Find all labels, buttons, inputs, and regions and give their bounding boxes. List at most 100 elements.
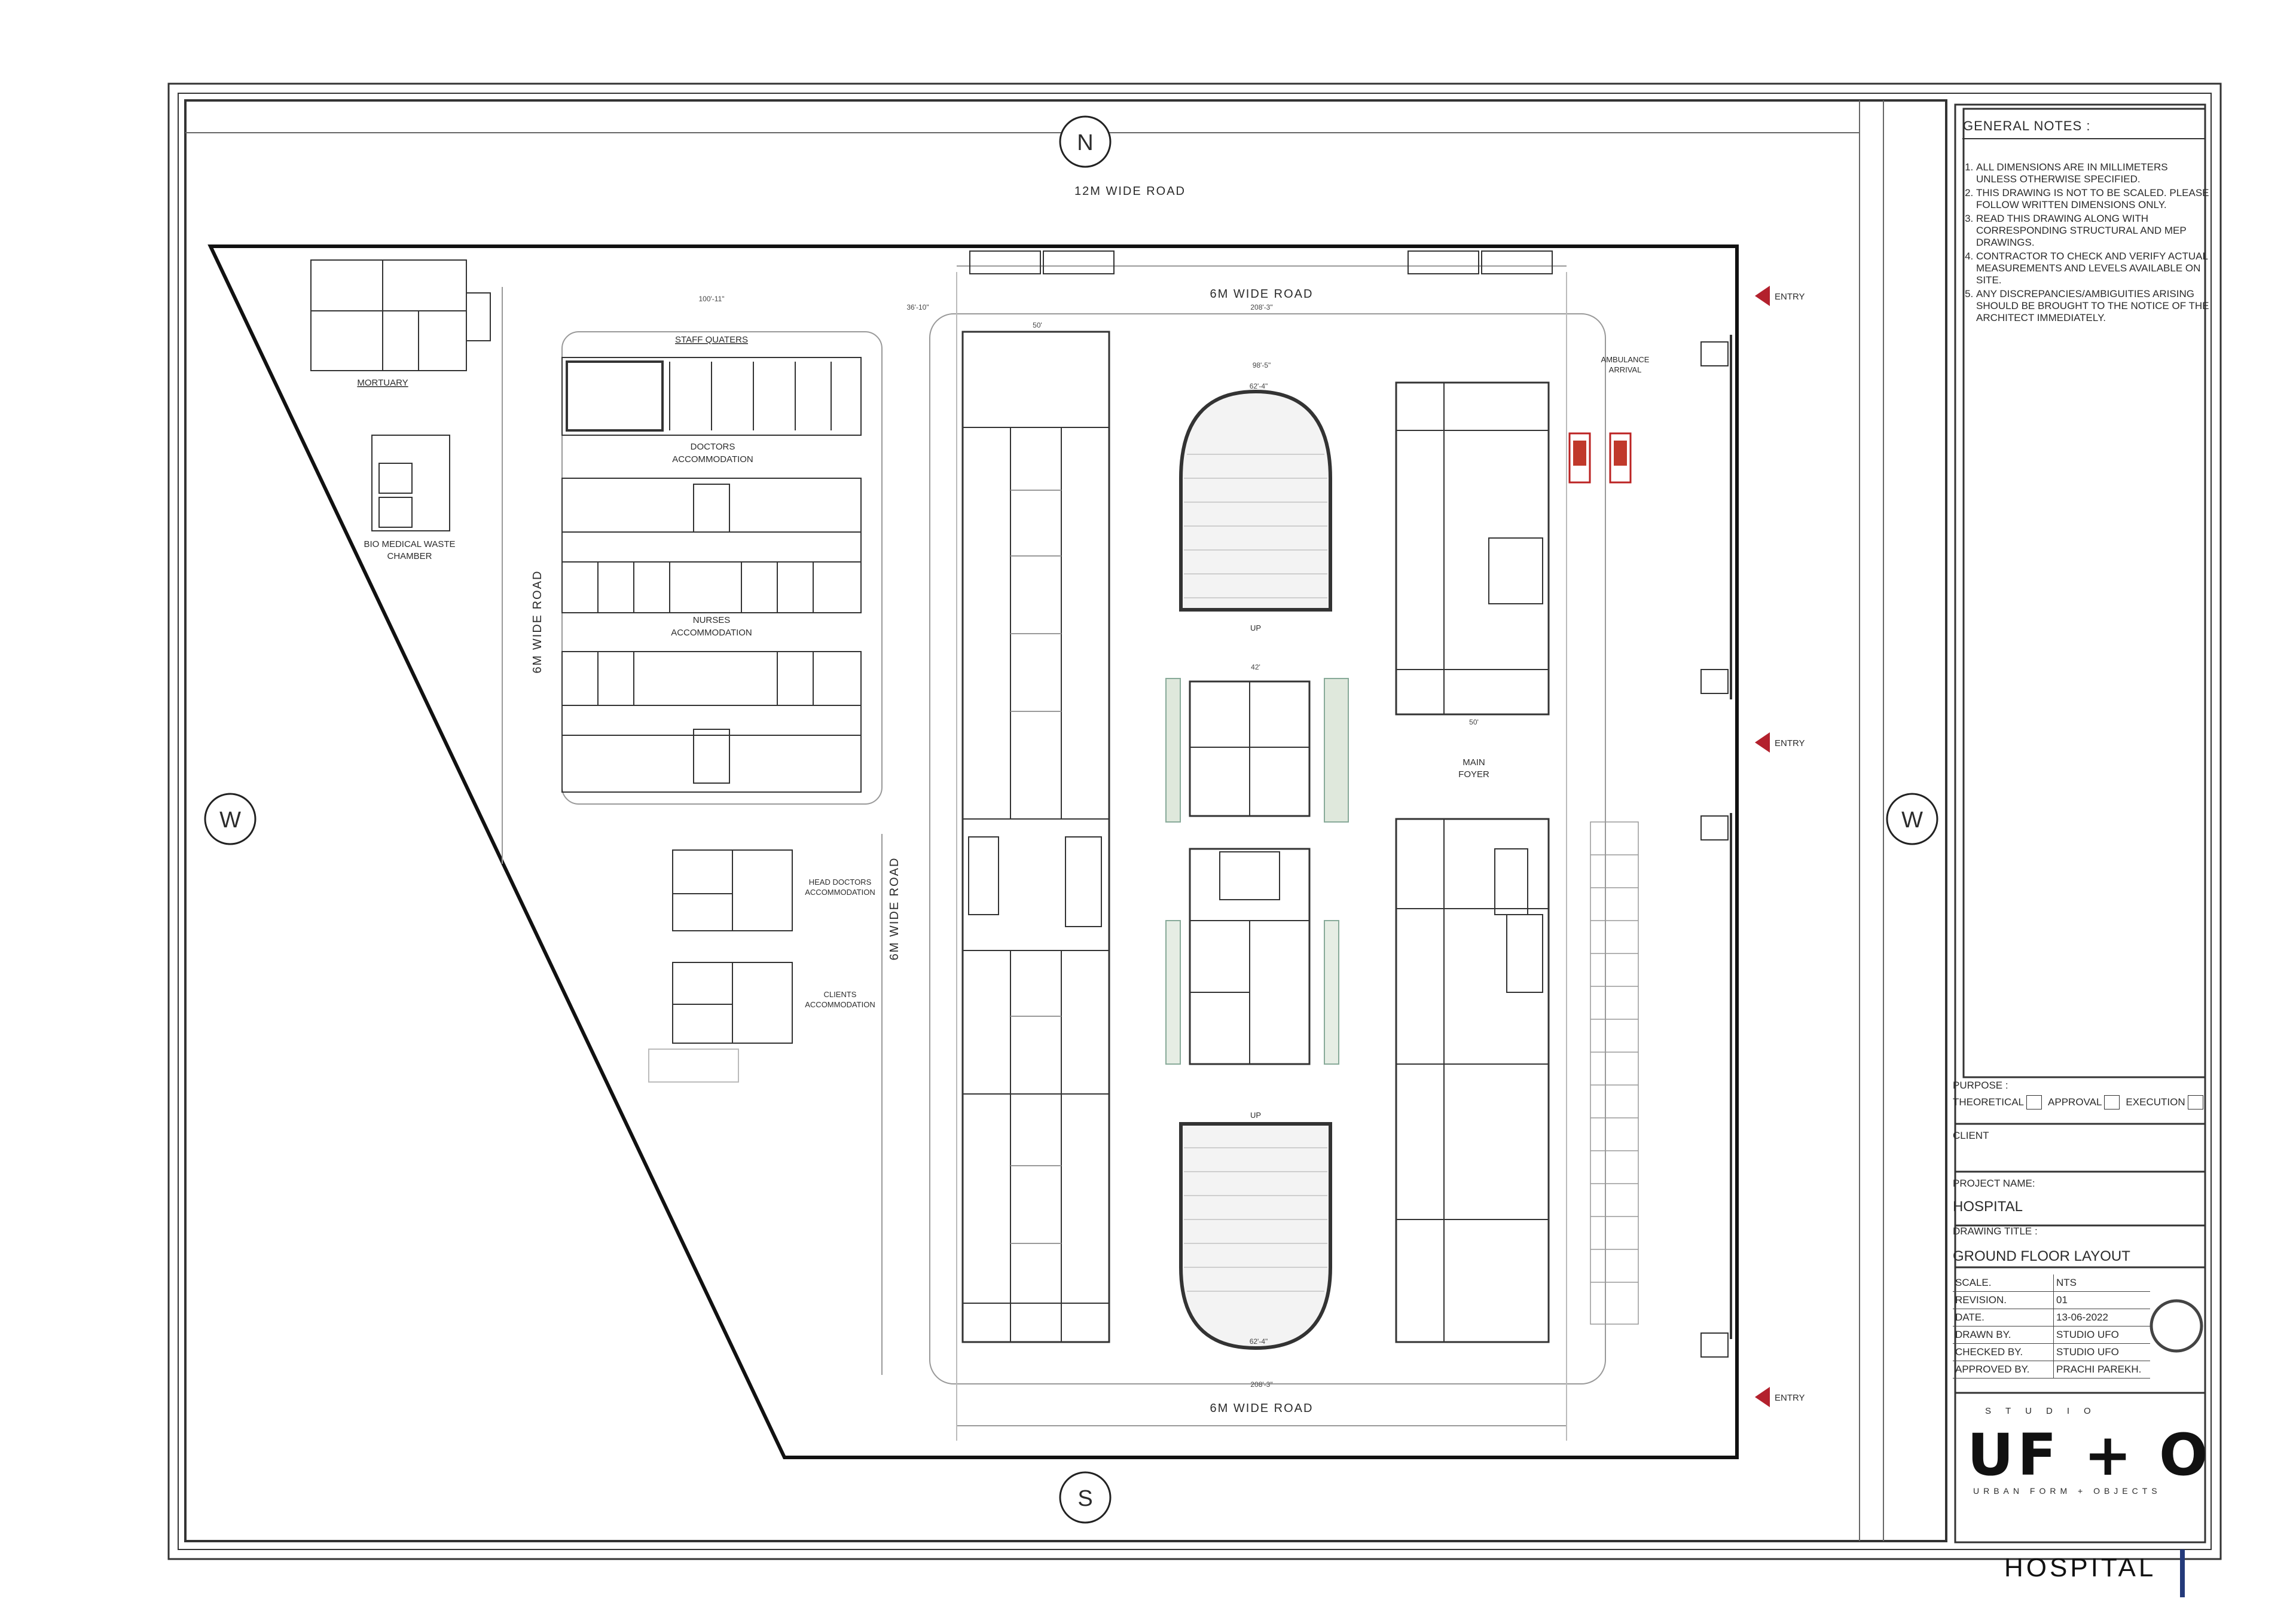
project-name-value: HOSPITAL	[1953, 1199, 2023, 1215]
title-block-frame	[1954, 103, 2206, 1543]
building-labels: MORTUARY BIO MEDICAL WASTE CHAMBER STAFF…	[357, 335, 1649, 1120]
purpose-approval-checkbox[interactable]	[2104, 1095, 2120, 1109]
clients-label-line1: CLIENTS	[824, 990, 857, 999]
drawing-meta-table: SCALE.NTS REVISION.01 DATE.13-06-2022 DR…	[1953, 1274, 2150, 1379]
biomedical-chamber	[371, 435, 450, 531]
internal-roads	[502, 265, 1606, 1441]
shops-top	[969, 250, 1553, 274]
staff-quarters-building	[561, 357, 862, 436]
logo-ring-icon	[2150, 1299, 2203, 1353]
general-notes-list: ALL DIMENSIONS ARE IN MILLIMETERS UNLESS…	[1963, 161, 2209, 326]
purpose-options: THEORETICAL APPROVAL EXECUTION	[1953, 1095, 2207, 1109]
road-label-left: 6M WIDE ROAD	[531, 570, 544, 674]
table-row: DRAWN BY.STUDIO UFO	[1953, 1326, 2150, 1344]
meta-value: 01	[2053, 1291, 2150, 1309]
nurses-label-line2: ACCOMMODATION	[671, 628, 752, 638]
ramp-south	[1179, 1122, 1332, 1350]
parking-slot	[648, 1049, 739, 1083]
client-label: CLIENT	[1953, 1130, 1989, 1141]
west-marker	[204, 793, 257, 845]
ambulance-icons	[1568, 432, 1632, 484]
entry-arrow-middle	[1755, 732, 1770, 753]
nurses-label-line1: NURSES	[693, 615, 731, 625]
drawing-frame	[184, 99, 1947, 1542]
dim-8: 50'	[1469, 718, 1479, 726]
dimension-labels: 100'-11" 36'-10" 208'-3" 98'-5" 62'-4" 5…	[698, 295, 1478, 1389]
dim-5: 62'-4"	[1250, 382, 1268, 390]
north-letter: N	[1077, 130, 1093, 155]
biomedical-label-line1: BIO MEDICAL WASTE	[364, 539, 455, 549]
project-name-label: PROJECT NAME:	[1953, 1178, 2035, 1189]
ambulance-label-line1: AMBULANCE	[1601, 355, 1650, 364]
ambulance-label-line2: ARRIVAL	[1609, 365, 1642, 374]
compass-circles	[204, 115, 1938, 1524]
ramp-north-up: UP	[1250, 623, 1261, 632]
table-row: APPROVED BY.PRACHI PAREKH.	[1953, 1361, 2150, 1379]
table-row: SCALE.NTS	[1953, 1274, 2150, 1292]
north-marker	[1059, 115, 1112, 168]
doctors-accommodation-building	[561, 478, 862, 613]
road-label-12m: 12M WIDE ROAD	[1074, 185, 1186, 198]
road-label-mid: 6M WIDE ROAD	[888, 857, 901, 961]
doctors-label-line2: ACCOMMODATION	[672, 454, 753, 464]
dim-9: 208'-3"	[1250, 1380, 1272, 1389]
entry-arrow-north	[1755, 286, 1770, 306]
biomedical-label-line2: CHAMBER	[387, 551, 432, 561]
purpose-option-label: THEORETICAL	[1953, 1096, 2025, 1108]
note-item: ANY DISCREPANCIES/AMBIGUITIES ARISING SH…	[1976, 288, 2209, 324]
meta-value: STUDIO UFO	[2053, 1326, 2150, 1344]
outer-frame	[167, 82, 2222, 1560]
road-label-top-inner: 6M WIDE ROAD	[1210, 288, 1314, 301]
nurses-accommodation-building	[561, 651, 862, 793]
hospital-central-block	[1189, 680, 1311, 1065]
purpose-option-label: APPROVAL	[2048, 1096, 2102, 1108]
east-marker	[1886, 793, 1938, 845]
drawing-title-label: DRAWING TITLE :	[1953, 1225, 2038, 1237]
meta-value: NTS	[2053, 1274, 2150, 1292]
footer-title: HOSPITAL	[2004, 1553, 2157, 1582]
table-row: CHECKED BY.STUDIO UFO	[1953, 1343, 2150, 1361]
entry-label-south: ENTRY	[1775, 1393, 1805, 1403]
general-notes-title: GENERAL NOTES :	[1963, 118, 2091, 133]
hospital-west-wing	[961, 331, 1110, 1343]
note-item: ALL DIMENSIONS ARE IN MILLIMETERS UNLESS…	[1976, 161, 2209, 185]
entry-arrows	[1755, 286, 1770, 1407]
road-label-bottom: 6M WIDE ROAD	[1210, 1402, 1314, 1415]
clients-building	[672, 962, 793, 1044]
road-edges	[185, 100, 1884, 1541]
meta-key: DRAWN BY.	[1953, 1326, 2054, 1344]
ramp-south-up: UP	[1250, 1111, 1261, 1120]
footer-accent-bar	[2180, 1549, 2185, 1597]
meta-key: APPROVED BY.	[1953, 1361, 2054, 1379]
table-row: DATE.13-06-2022	[1953, 1309, 2150, 1326]
entry-label-middle: ENTRY	[1775, 738, 1805, 748]
logo-tagline: URBAN FORM + OBJECTS	[1973, 1486, 2161, 1496]
west-letter: W	[219, 808, 241, 833]
head-doctors-building	[672, 849, 793, 931]
clients-label-line2: ACCOMMODATION	[805, 1000, 875, 1009]
ufo-logo: UF + O	[1967, 1422, 2212, 1488]
east-gates	[1700, 335, 1732, 1358]
entry-arrow-south	[1755, 1387, 1770, 1407]
table-row: REVISION.01	[1953, 1291, 2150, 1309]
dim-4: 98'-5"	[1253, 361, 1271, 369]
head-doctors-label-line2: ACCOMMODATION	[805, 888, 875, 897]
hospital-east-wing	[1395, 381, 1550, 1343]
purpose-execution-checkbox[interactable]	[2187, 1095, 2203, 1109]
note-item: THIS DRAWING IS NOT TO BE SCALED. PLEASE…	[1976, 187, 2209, 211]
dim-10: 62'-4"	[1250, 1337, 1268, 1346]
meta-key: DATE.	[1953, 1309, 2054, 1326]
parking-strip	[1590, 821, 1639, 1325]
dim-3: 208'-3"	[1250, 303, 1272, 311]
dim-6: 50'	[1033, 321, 1042, 329]
meta-value: 13-06-2022	[2053, 1309, 2150, 1326]
main-foyer-label-line1: MAIN	[1463, 757, 1485, 768]
meta-key: REVISION.	[1953, 1291, 2054, 1309]
east-letter: W	[1901, 808, 1923, 833]
mortuary-building	[310, 259, 491, 371]
meta-value: PRACHI PAREKH.	[2053, 1361, 2150, 1379]
south-letter: S	[1077, 1486, 1092, 1511]
purpose-theoretical-checkbox[interactable]	[2026, 1095, 2042, 1109]
mortuary-label: MORTUARY	[357, 378, 408, 388]
